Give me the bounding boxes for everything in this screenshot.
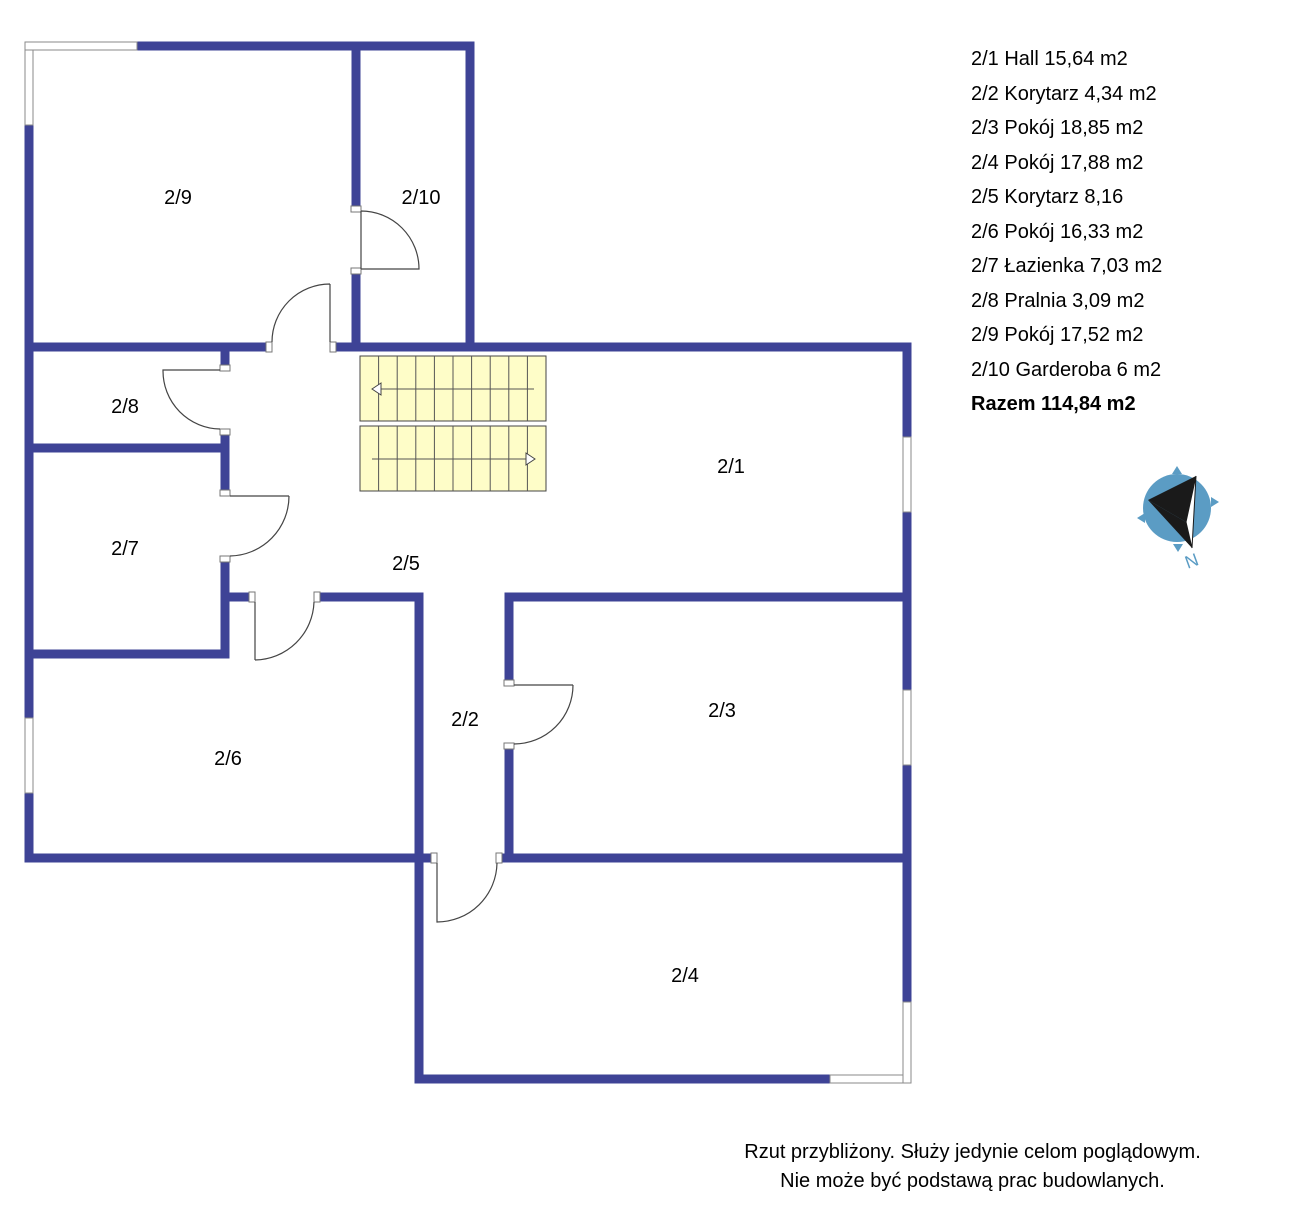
legend-item: 2/10 Garderoba 6 m2 bbox=[971, 358, 1162, 381]
legend-item: 2/1 Hall 15,64 m2 bbox=[971, 48, 1128, 70]
door-2-7 bbox=[219, 489, 290, 563]
stair-arrow-right-icon bbox=[525, 452, 536, 466]
window bbox=[902, 689, 912, 766]
legend-item: 2/7 Łazienka 7,03 m2 bbox=[971, 255, 1163, 277]
window bbox=[902, 436, 912, 513]
walls bbox=[24, 41, 912, 1084]
room-label-2-9: 2/9 bbox=[164, 187, 192, 209]
compass-icon: N bbox=[1137, 466, 1219, 573]
room-labels: 2/9 2/10 2/8 2/1 2/7 2/5 2/3 2/2 2/6 2/4 bbox=[111, 187, 745, 987]
door-2-9 bbox=[265, 283, 337, 353]
door-2-6 bbox=[248, 591, 321, 661]
door-2-8 bbox=[162, 364, 231, 436]
room-label-2-5: 2/5 bbox=[392, 553, 420, 575]
room-label-2-3: 2/3 bbox=[708, 700, 736, 722]
window bbox=[902, 1001, 912, 1084]
windows bbox=[24, 41, 912, 1084]
legend-item: 2/5 Korytarz 8,16 bbox=[971, 186, 1124, 208]
door-2-3 bbox=[503, 679, 574, 750]
legend-item: 2/8 Pralnia 3,09 m2 bbox=[971, 289, 1145, 312]
window bbox=[24, 49, 34, 126]
door-2-4 bbox=[430, 852, 503, 923]
window bbox=[24, 41, 138, 51]
room-label-2-8: 2/8 bbox=[111, 396, 139, 418]
legend-item: 2/2 Korytarz 4,34 m2 bbox=[971, 82, 1157, 105]
window bbox=[829, 1074, 904, 1084]
room-label-2-6: 2/6 bbox=[214, 748, 242, 770]
legend-item: 2/4 Pokój 17,88 m2 bbox=[971, 151, 1144, 174]
legend-item: 2/3 Pokój 18,85 m2 bbox=[971, 117, 1144, 139]
disclaimer-line-1: Rzut przybliżony. Służy jedynie celom po… bbox=[744, 1141, 1201, 1163]
room-label-2-10: 2/10 bbox=[402, 187, 441, 209]
stairs bbox=[359, 355, 547, 492]
room-label-2-2: 2/2 bbox=[451, 709, 479, 731]
area-legend: 2/1 Hall 15,64 m2 2/2 Korytarz 4,34 m2 2… bbox=[971, 44, 1271, 419]
door-2-9-2-10 bbox=[350, 205, 420, 275]
legend-total: Razem 114,84 m2 bbox=[971, 393, 1136, 415]
wall-2-6-top bbox=[220, 592, 424, 1084]
window bbox=[24, 717, 34, 794]
disclaimer: Rzut przybliżony. Służy jedynie celom po… bbox=[700, 1138, 1245, 1196]
room-label-2-7: 2/7 bbox=[111, 538, 139, 560]
wall-2-3-left bbox=[504, 592, 912, 863]
doors bbox=[162, 205, 574, 923]
disclaimer-line-2: Nie może być podstawą prac budowlanych. bbox=[780, 1170, 1165, 1192]
room-label-2-4: 2/4 bbox=[671, 965, 699, 987]
legend-item: 2/6 Pokój 16,33 m2 bbox=[971, 220, 1144, 243]
outer-wall bbox=[24, 41, 912, 1084]
compass-north-letter: N bbox=[1182, 549, 1201, 572]
room-label-2-1: 2/1 bbox=[717, 456, 745, 478]
legend-item: 2/9 Pokój 17,52 m2 bbox=[971, 324, 1144, 346]
stair-arrow-left-icon bbox=[371, 382, 382, 396]
